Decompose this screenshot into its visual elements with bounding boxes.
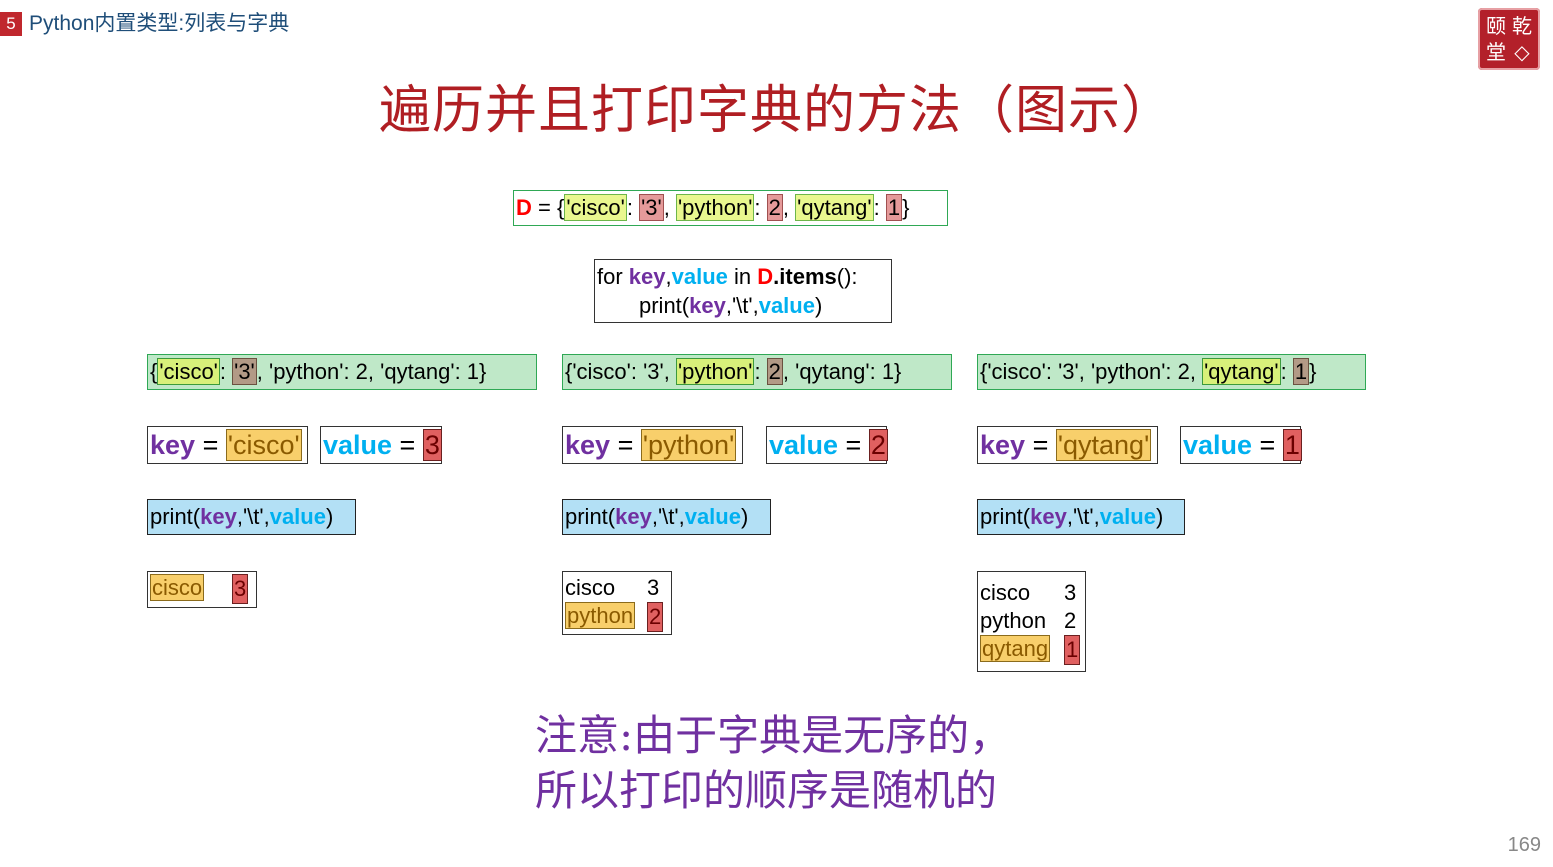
iteration-dict-1: {'cisco': '3', 'python': 2, 'qytang': 1} <box>147 354 537 390</box>
dict-definition: D = {'cisco': '3', 'python': 2, 'qytang'… <box>513 190 948 226</box>
key-assignment-2: key = 'python' <box>562 426 743 464</box>
value-assignment-2: value = 2 <box>766 426 888 464</box>
print-statement-1: print(key,'\t',value) <box>147 499 356 535</box>
for-loop-code: for key,value in D.items(): print(key,'\… <box>594 259 892 323</box>
print-statement-2: print(key,'\t',value) <box>562 499 771 535</box>
ordering-note: 注意:由于字典是无序的， 所以打印的顺序是随机的 <box>535 711 1012 815</box>
key-assignment-3: key = 'qytang' <box>977 426 1158 464</box>
value-assignment-3: value = 1 <box>1180 426 1302 464</box>
logo-seal-icon: 颐乾堂◇ <box>1478 8 1540 70</box>
iteration-dict-2: {'cisco': '3', 'python': 2, 'qytang': 1} <box>562 354 952 390</box>
value-assignment-1: value = 3 <box>320 426 442 464</box>
page-number: 169 <box>1507 834 1541 856</box>
iteration-dict-3: {'cisco': '3', 'python': 2, 'qytang': 1} <box>977 354 1366 390</box>
chapter-title: Python内置类型:列表与字典 <box>29 12 290 35</box>
chapter-number-badge: 5 <box>0 12 22 36</box>
slide-title: 遍历并且打印字典的方法（图示） <box>378 82 1174 140</box>
print-statement-3: print(key,'\t',value) <box>977 499 1185 535</box>
key-assignment-1: key = 'cisco' <box>147 426 308 464</box>
